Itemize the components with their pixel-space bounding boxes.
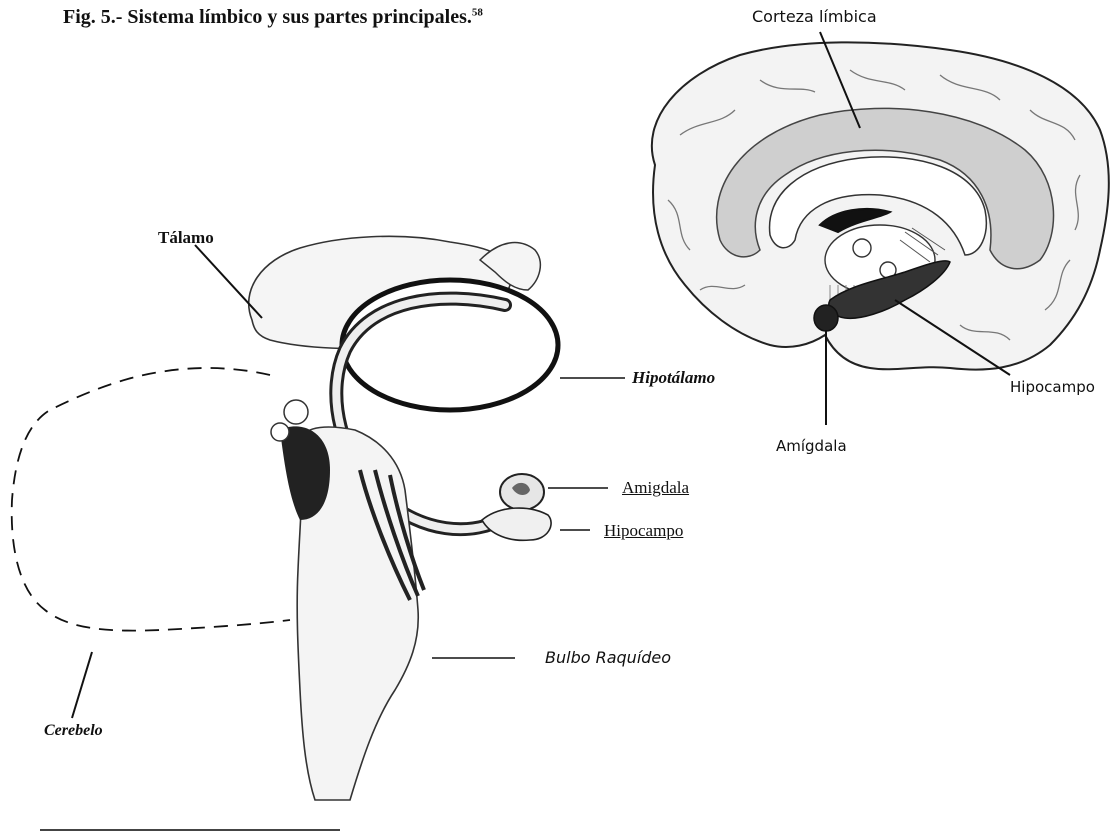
label-talamo: Tálamo: [158, 228, 214, 248]
mammillary-body-a: [853, 239, 871, 257]
label-hipocampo-left: Hipocampo: [604, 521, 683, 541]
label-amigdala-right: Amígdala: [776, 437, 847, 455]
label-amigdala-left: Amigdala: [622, 478, 689, 498]
small-nucleus-a: [284, 400, 308, 424]
label-cerebelo: Cerebelo: [44, 722, 103, 740]
leader-talamo: [195, 245, 262, 318]
amygdala-shape: [814, 305, 838, 331]
limbic-lateral-view: [12, 236, 625, 800]
label-corteza-limbica: Corteza límbica: [752, 7, 877, 26]
brain-medial-view: [652, 32, 1109, 425]
hippocampus-left-shape: [482, 508, 551, 540]
leader-cerebelo: [72, 652, 92, 718]
cerebelo-dashed-outline: [12, 368, 290, 631]
small-nucleus-b: [271, 423, 289, 441]
label-hipocampo-right: Hipocampo: [1010, 378, 1095, 396]
label-bulbo-raquideo: Bulbo Raquídeo: [545, 648, 671, 667]
label-hipotalamo: Hipotálamo: [632, 368, 715, 388]
